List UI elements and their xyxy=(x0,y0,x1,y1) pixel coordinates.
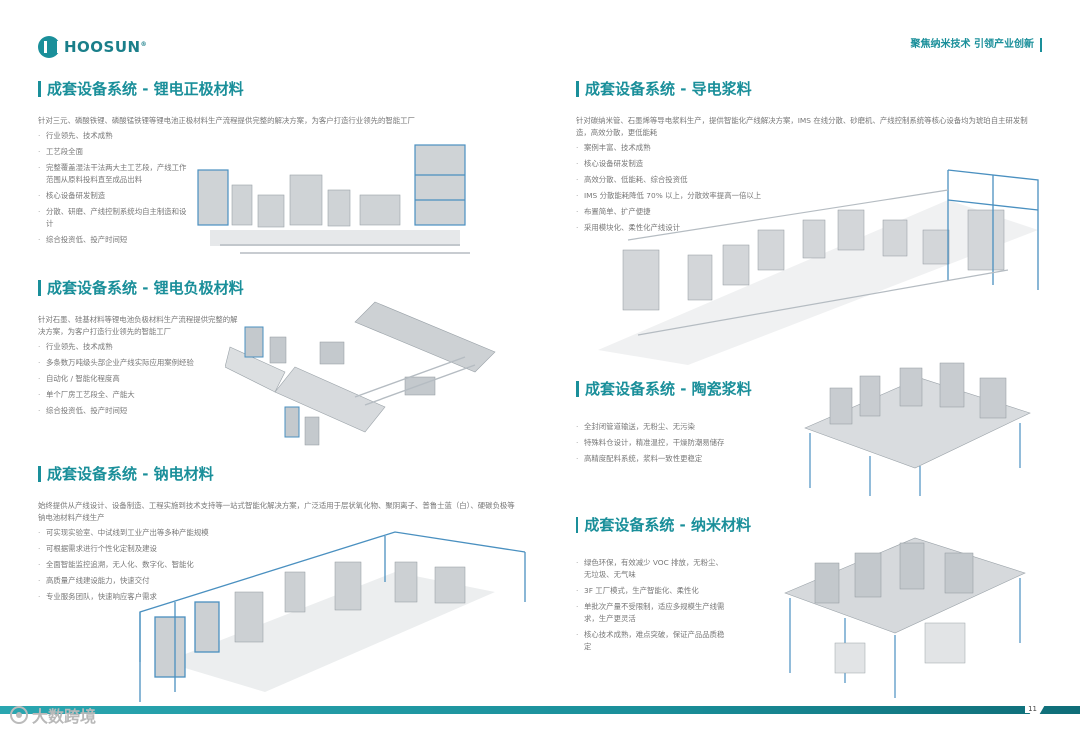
section-title: 成套设备系统 - 陶瓷浆料 xyxy=(576,378,791,399)
watermark: 大数跨境 xyxy=(10,703,96,727)
bullet-item: 全面智能监控追溯，无人化、数字化、智能化 xyxy=(38,559,528,571)
section-conductive: 成套设备系统 - 导电浆料 针对碳纳米管、石墨烯等导电浆料生产，提供智能化产线解… xyxy=(576,78,1042,238)
bullet-item: 专业服务团队，快速响应客户需求 xyxy=(38,591,528,603)
section-cathode: 成套设备系统 - 锂电正极材料 针对三元、磷酸铁锂、磷酸锰铁锂等锂电池正极材料生… xyxy=(38,78,478,250)
conductive-line-illustration xyxy=(598,169,1039,365)
section-title: 成套设备系统 - 导电浆料 xyxy=(576,78,1042,99)
section-anode: 成套设备系统 - 锂电负极材料 针对石墨、硅基材料等锂电池负极材料生产流程提供完… xyxy=(38,277,248,421)
bullet-item: 综合投资低、投产时间短 xyxy=(38,234,188,246)
anode-line-illustration xyxy=(225,301,496,446)
bullet-item: IMS 分散能耗降低 70% 以上，分散效率提高一倍以上 xyxy=(576,190,1042,202)
section-ceramic: 成套设备系统 - 陶瓷浆料 全封闭管道输送，无粉尘、无污染 特殊料仓设计，精准温… xyxy=(576,378,791,469)
sodium-line-illustration xyxy=(139,531,526,702)
footer-bar xyxy=(0,706,1080,714)
bullet-list: 案例丰富、技术成熟 核心设备研发制造 高效分散、低能耗、综合投资低 IMS 分散… xyxy=(576,142,1042,234)
watermark-text: 大数跨境 xyxy=(32,707,97,726)
bullet-item: 可实现实验室、中试线到工业产出等多种产能规模 xyxy=(38,527,528,539)
section-nano: 成套设备系统 - 纳米材料 绿色环保，有效减少 VOC 排放，无粉尘、无垃圾、无… xyxy=(576,514,751,657)
ceramic-line-illustration xyxy=(804,362,1031,496)
bullet-item: 高质量产线建设能力，快速交付 xyxy=(38,575,528,587)
section-intro: 始终提供从产线设计、设备制造、工程实施到技术支持等一站式智能化解决方案，广泛适用… xyxy=(38,501,515,522)
bullet-item: 单批次产量不受限制，适应多规模生产线需求，生产更灵活 xyxy=(576,601,726,625)
brand-logo: HOOSUN® xyxy=(38,36,147,58)
section-intro: 针对石墨、硅基材料等锂电池负极材料生产流程提供完整的解决方案，为客户打造行业领先… xyxy=(38,315,238,336)
bullet-list: 可实现实验室、中试线到工业产出等多种产能规模 可根据需求进行个性化定制及建设 全… xyxy=(38,527,528,603)
bullet-item: 完整覆盖湿法干法两大主工艺段，产线工作范围从原料投料直至成品出料 xyxy=(38,162,188,186)
bullet-item: 绿色环保，有效减少 VOC 排放，无粉尘、无垃圾、无气味 xyxy=(576,557,726,581)
section-title: 成套设备系统 - 纳米材料 xyxy=(576,514,751,535)
bullet-item: 综合投资低、投产时间短 xyxy=(38,405,248,417)
title-bar xyxy=(38,80,41,97)
bullet-item: 布置简单、扩产便捷 xyxy=(576,206,1042,218)
bullet-item: 可根据需求进行个性化定制及建设 xyxy=(38,543,528,555)
watermark-icon xyxy=(10,706,28,724)
logo-text: HOOSUN® xyxy=(64,38,148,56)
bullet-item: 多条数万吨级头部企业产线实际应用案例经验 xyxy=(38,357,248,369)
title-bar xyxy=(576,380,579,397)
bullet-item: 核心设备研发制造 xyxy=(576,158,1042,170)
bullet-item: 3F 工厂模式，生产智能化、柔性化 xyxy=(576,585,726,597)
section-intro: 针对三元、磷酸铁锂、磷酸锰铁锂等锂电池正极材料生产流程提供完整的解决方案，为客户… xyxy=(38,116,415,125)
bullet-item: 自动化 / 智能化程度高 xyxy=(38,373,248,385)
section-title: 成套设备系统 - 锂电正极材料 xyxy=(38,78,478,99)
bullet-item: 工艺段全面 xyxy=(38,146,188,158)
bullet-item: 单个厂房工艺段全、产能大 xyxy=(38,389,248,401)
section-sodium: 成套设备系统 - 钠电材料 始终提供从产线设计、设备制造、工程实施到技术支持等一… xyxy=(38,463,528,607)
section-title: 成套设备系统 - 钠电材料 xyxy=(38,463,528,484)
bullet-item: 行业领先、技术成熟 xyxy=(38,341,248,353)
bullet-list: 全封闭管道输送，无粉尘、无污染 特殊料仓设计，精准温控，干燥防潮易储存 高精度配… xyxy=(576,421,791,465)
nano-line-illustration xyxy=(784,537,1026,698)
title-bar xyxy=(38,465,41,482)
bullet-item: 核心设备研发制造 xyxy=(38,190,188,202)
title-bar xyxy=(576,516,579,533)
bullet-item: 特殊料仓设计，精准温控，干燥防潮易储存 xyxy=(576,437,791,449)
page-number: 11 xyxy=(1025,705,1040,713)
title-bar xyxy=(576,80,579,97)
bullet-list: 行业领先、技术成熟 多条数万吨级头部企业产线实际应用案例经验 自动化 / 智能化… xyxy=(38,341,248,417)
bullet-item: 核心技术成熟，难点突破，保证产品品质稳定 xyxy=(576,629,726,653)
bullet-item: 案例丰富、技术成熟 xyxy=(576,142,1042,154)
bullet-item: 采用模块化、柔性化产线设计 xyxy=(576,222,1042,234)
bullet-item: 行业领先、技术成熟 xyxy=(38,130,188,142)
bullet-item: 全封闭管道输送，无粉尘、无污染 xyxy=(576,421,791,433)
bullet-list: 行业领先、技术成熟 工艺段全面 完整覆盖湿法干法两大主工艺段，产线工作范围从原料… xyxy=(38,130,188,246)
cathode-line-illustration xyxy=(197,144,470,254)
header-slogan: 聚焦纳米技术 引领产业创新 xyxy=(911,38,1042,52)
bullet-list: 绿色环保，有效减少 VOC 排放，无粉尘、无垃圾、无气味 3F 工厂模式，生产智… xyxy=(576,557,726,653)
title-bar xyxy=(38,279,41,296)
bullet-item: 高效分散、低能耗、综合投资低 xyxy=(576,174,1042,186)
bullet-item: 高精度配料系统，浆料一致性更稳定 xyxy=(576,453,791,465)
section-title: 成套设备系统 - 锂电负极材料 xyxy=(38,277,248,298)
bullet-item: 分散、研磨、产线控制系统均自主制造和设计 xyxy=(38,206,188,230)
logo-icon xyxy=(38,36,60,58)
section-intro: 针对碳纳米管、石墨烯等导电浆料生产，提供智能化产线解决方案，IMS 在线分散、砂… xyxy=(576,116,1028,137)
